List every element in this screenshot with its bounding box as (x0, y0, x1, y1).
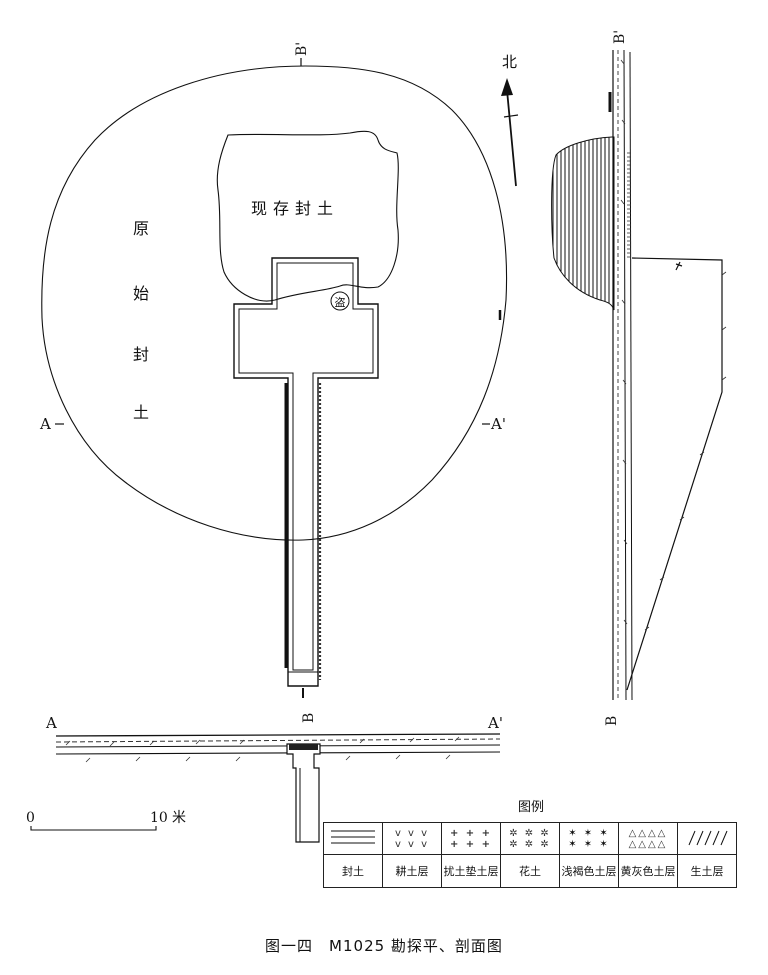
section-a-surface (55, 733, 501, 737)
tomb-pit-outer (233, 257, 379, 687)
legend-label-5: 浅褐色土层 (559, 854, 619, 888)
legend-swatch-slash (677, 822, 737, 855)
section-b-pit-mark (675, 261, 683, 271)
existing-mound-outline (216, 130, 399, 302)
tomb-pit-inner (238, 262, 374, 671)
section-b-pit-profile (626, 257, 723, 691)
original-mound-char-3: 封 (133, 345, 149, 364)
legend-swatch-cross: + + ++ + + (441, 822, 501, 855)
original-mound-char-1: 原 (133, 219, 149, 238)
section-b-fill (627, 150, 631, 260)
original-mound-char-4: 土 (133, 403, 149, 422)
section-b-hatching (620, 59, 628, 625)
section-a-right-label: A' (487, 714, 503, 732)
section-a-layer-2 (55, 751, 501, 755)
original-mound-outline (41, 65, 508, 541)
section-a-shaft (286, 743, 321, 843)
legend-title: 图例 (518, 800, 545, 815)
plan-a-left-label: A (39, 415, 51, 433)
scale-zero: 0 (26, 810, 35, 826)
section-a-left-label: A (45, 714, 57, 732)
robbery-mark: 盗 (335, 296, 346, 309)
scale-bar (30, 826, 157, 831)
section-a-shaft-top (289, 744, 318, 750)
section-b-pit-ticks (644, 271, 727, 631)
legend-label-7: 生土层 (677, 854, 737, 888)
legend-swatch-xstar: ✶ ✶ ✶✶ ✶ ✶ (559, 822, 619, 855)
section-b-layer-3 (629, 51, 633, 701)
north-arrow-shaft (506, 89, 517, 187)
north-label: 北 (502, 53, 517, 71)
section-a-layer-1 (55, 744, 501, 748)
original-mound-char-2: 始 (133, 284, 149, 303)
north-arrow-tick (503, 114, 519, 118)
legend-swatch-star: ✲ ✲ ✲✲ ✲ ✲ (500, 822, 560, 855)
legend-swatch-tri: △△△△△△△△ (618, 822, 678, 855)
legend-label-4: 花土 (500, 854, 560, 888)
section-b-mound (551, 136, 615, 311)
robbery-hole-icon (330, 291, 350, 311)
section-a-plow-layer (55, 738, 501, 743)
scale-unit: 米 (172, 810, 186, 826)
figure-caption: 图一四 M1025 勘探平、剖面图 (265, 937, 503, 955)
section-a-hatching (65, 736, 460, 763)
existing-mound-label: 现存封土 (251, 199, 339, 218)
section-b-top-label: B' (612, 30, 628, 44)
plan-b-top-label: B' (294, 42, 310, 56)
legend-label-3: 扰土垫土层 (441, 854, 501, 888)
plan-a-right-label: A' (490, 415, 506, 433)
legend-label-1: 封土 (323, 854, 383, 888)
survey-drawing: 盗 现存封土 原 始 封 土 A A' B' B 北 A A' B' B (26, 30, 727, 843)
north-arrow-icon (501, 78, 513, 96)
plan-b-bottom-label: B (301, 713, 317, 723)
scale-ten: 10 (150, 810, 168, 826)
section-b-layer-2 (623, 49, 627, 701)
legend-label-6: 黄灰色土层 (618, 854, 678, 888)
legend-label-2: 耕土层 (382, 854, 442, 888)
legend-swatch-hlines (323, 822, 383, 855)
section-b-bottom-label: B (604, 716, 620, 726)
